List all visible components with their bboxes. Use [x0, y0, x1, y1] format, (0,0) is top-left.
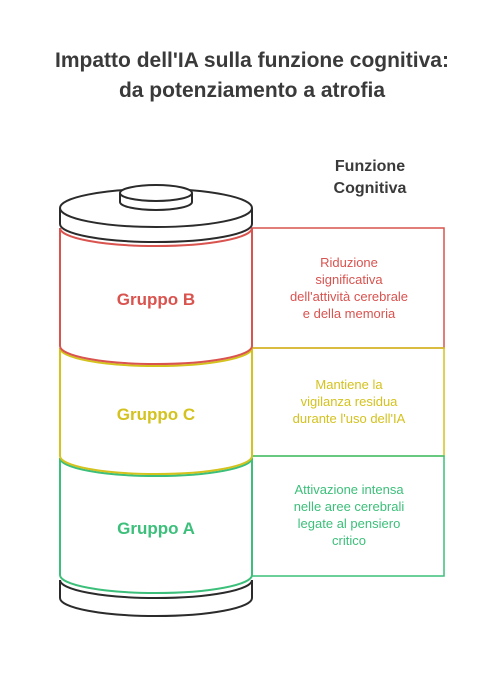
group-label-a: Gruppo A — [117, 519, 195, 538]
segment-gruppo-a — [59, 457, 253, 594]
battery-terminal-top — [119, 184, 193, 202]
segment-gruppo-c — [59, 347, 253, 475]
description-line: Mantiene la — [315, 377, 383, 392]
description-line: critico — [332, 533, 366, 548]
description-line: legate al pensiero — [297, 516, 401, 531]
description-gruppo-c: Mantiene la vigilanza residua durante l'… — [254, 376, 444, 427]
description-line: Attivazione intensa — [294, 482, 404, 497]
description-line: e della memoria — [302, 306, 396, 321]
axis-label: Funzione Cognitiva — [300, 156, 440, 200]
description-line: durante l'uso dell'IA — [292, 411, 406, 426]
diagram-title: Impatto dell'IA sulla funzione cognitiva… — [0, 46, 504, 106]
axis-label-line-1: Funzione — [334, 158, 406, 175]
title-line-1: Impatto dell'IA sulla funzione cognitiva… — [55, 49, 449, 72]
title-line-2: da potenziamento a atrofia — [118, 79, 386, 102]
description-line: vigilanza residua — [300, 394, 398, 409]
description-line: dell'attività cerebrale — [289, 289, 409, 304]
description-line: significativa — [315, 272, 383, 287]
description-gruppo-a: Attivazione intensa nelle aree cerebrali… — [254, 481, 444, 549]
group-label-c: Gruppo C — [116, 405, 196, 424]
axis-label-line-2: Cognitiva — [333, 180, 407, 197]
battery-base-rim — [59, 579, 253, 599]
description-line: Riduzione — [320, 255, 378, 270]
group-label-b: Gruppo B — [116, 290, 196, 309]
description-line: nelle aree cerebrali — [293, 499, 405, 514]
description-gruppo-b: Riduzione significativa dell'attività ce… — [254, 254, 444, 322]
battery-base — [59, 580, 253, 617]
segment-gruppo-b — [59, 227, 253, 365]
